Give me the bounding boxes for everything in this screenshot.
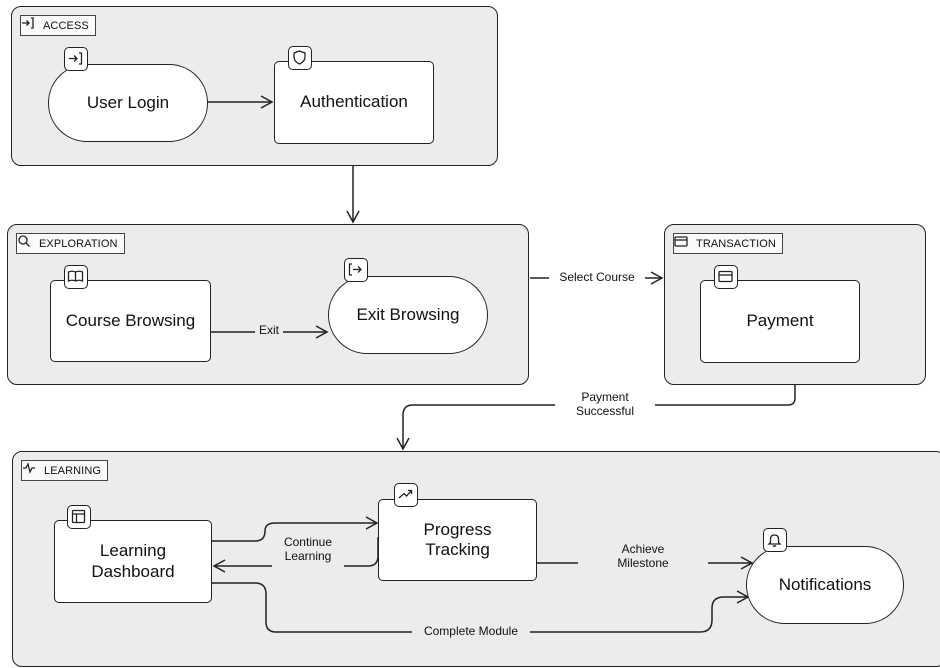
edge-transaction-to-learning: [403, 385, 796, 449]
edge-label-achieve-milestone: Achieve Milestone: [617, 542, 669, 571]
node-exit-browsing[interactable]: Exit Browsing: [328, 276, 488, 354]
node-exit-browsing-label: Exit Browsing: [356, 304, 460, 324]
node-user-login[interactable]: User Login: [48, 64, 208, 142]
group-exploration-tag: EXPLORATION: [16, 233, 125, 254]
group-access-label: ACCESS: [43, 19, 89, 32]
edge-label-select-course: Select Course: [559, 270, 635, 284]
login-arrow-icon: [64, 47, 88, 71]
node-authentication[interactable]: Authentication: [274, 61, 434, 144]
card-icon: [674, 236, 692, 251]
node-progress-tracking-label: Progress Tracking: [423, 519, 492, 559]
group-learning-tag: LEARNING: [21, 460, 109, 481]
login-arrow-icon: [22, 17, 39, 33]
edge-label-complete-module: Complete Module: [423, 624, 519, 638]
group-exploration-label: EXPLORATION: [39, 237, 118, 250]
bell-icon: [763, 528, 787, 552]
layout-icon: [67, 505, 91, 529]
node-authentication-label: Authentication: [300, 92, 408, 112]
node-learning-dashboard-label: Learning Dashboard: [91, 541, 175, 581]
node-progress-tracking[interactable]: Progress Tracking: [378, 499, 537, 581]
edge-dashboard-to-notifications: [212, 582, 748, 633]
node-user-login-label: User Login: [86, 92, 170, 112]
card-icon: [714, 265, 738, 289]
group-transaction-tag: TRANSACTION: [673, 233, 783, 254]
edge-progress-to-dashboard: [214, 537, 379, 566]
search-icon: [18, 235, 35, 251]
node-payment-label: Payment: [746, 311, 814, 331]
group-access-tag: ACCESS: [20, 15, 96, 36]
node-payment[interactable]: Payment: [700, 280, 860, 363]
node-notifications[interactable]: Notifications: [746, 546, 904, 624]
edge-dashboard-to-progress: [212, 516, 379, 542]
logout-arrow-icon: [344, 258, 368, 282]
group-transaction-label: TRANSACTION: [696, 237, 776, 250]
edge-label-payment-successful: Payment Successful: [575, 390, 635, 419]
edge-label-continue-learning: Continue Learning: [283, 535, 333, 564]
node-notifications-label: Notifications: [778, 574, 872, 594]
node-course-browsing-label: Course Browsing: [65, 310, 196, 330]
trend-up-icon: [394, 483, 418, 507]
activity-icon: [23, 462, 40, 478]
node-learning-dashboard[interactable]: Learning Dashboard: [54, 520, 212, 603]
shield-icon: [288, 46, 312, 70]
book-icon: [64, 265, 88, 289]
edge-label-exit: Exit: [258, 323, 279, 337]
node-course-browsing[interactable]: Course Browsing: [50, 280, 211, 362]
group-learning-label: LEARNING: [44, 464, 102, 477]
